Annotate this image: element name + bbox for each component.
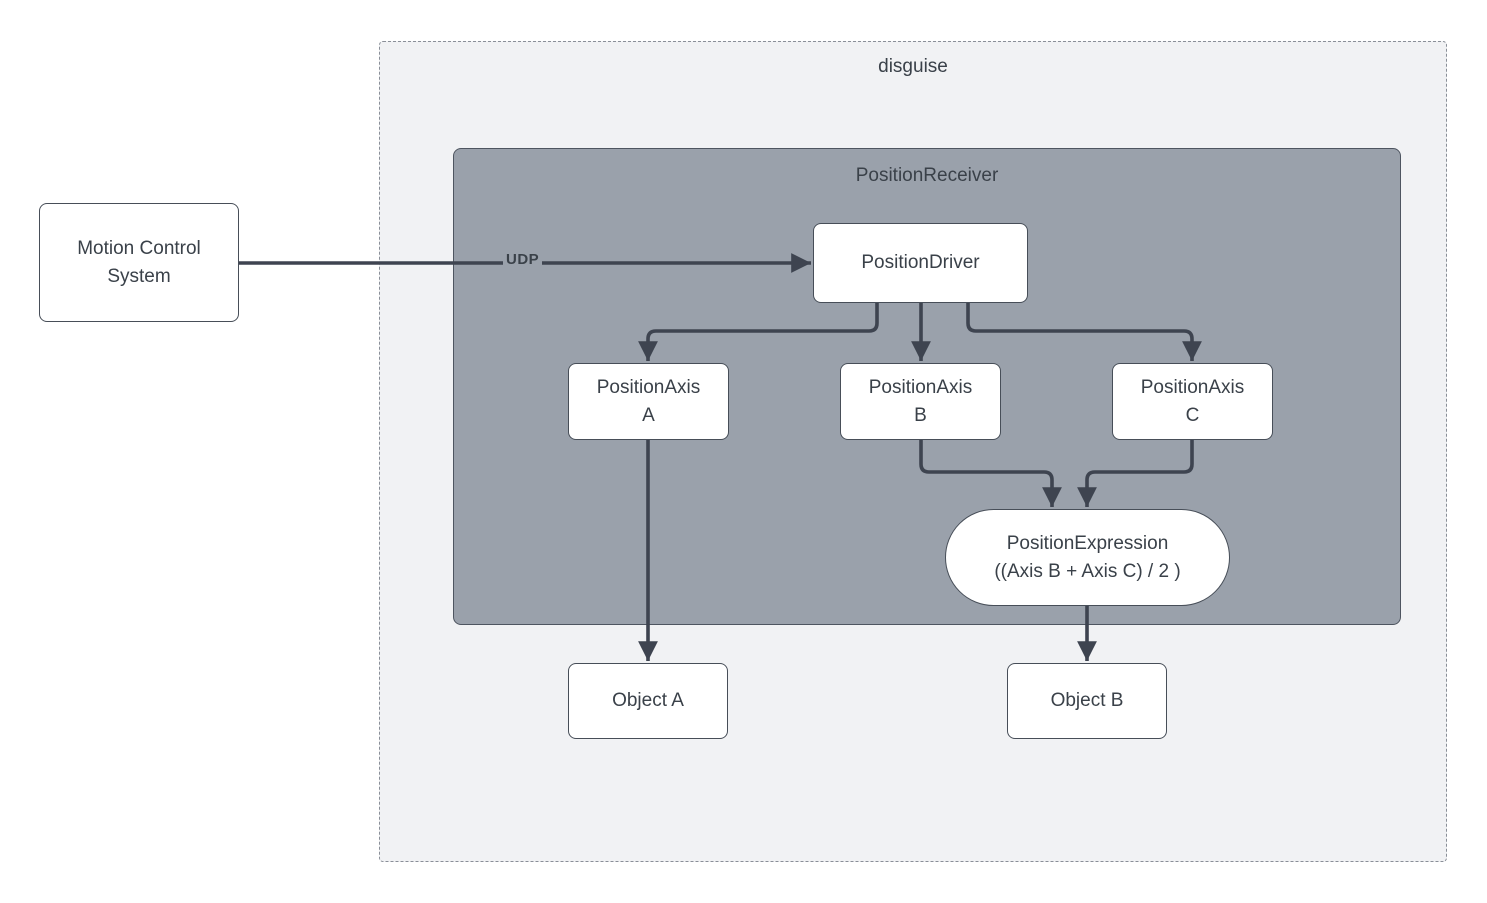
- node-position-axis-c-label: PositionAxis C: [1140, 376, 1245, 426]
- node-position-axis-b: PositionAxis B: [840, 363, 1001, 440]
- node-motion-control-system-label: Motion Control System: [77, 237, 201, 287]
- node-position-axis-a: PositionAxis A: [568, 363, 729, 440]
- disguise-container-label: disguise: [878, 56, 948, 77]
- node-position-axis-b-label: PositionAxis B: [868, 376, 973, 426]
- udp-edge-label: UDP: [503, 250, 543, 269]
- node-position-axis-c: PositionAxis C: [1112, 363, 1273, 440]
- node-position-driver: PositionDriver: [813, 223, 1028, 303]
- node-object-b: Object B: [1007, 663, 1167, 739]
- node-object-a: Object A: [568, 663, 728, 739]
- node-position-expression-label: PositionExpression ((Axis B + Axis C) / …: [994, 532, 1181, 582]
- node-position-expression: PositionExpression ((Axis B + Axis C) / …: [945, 509, 1230, 606]
- node-position-driver-label: PositionDriver: [861, 252, 980, 274]
- position-receiver-container-label: PositionReceiver: [855, 165, 999, 186]
- node-motion-control-system: Motion Control System: [39, 203, 239, 322]
- node-object-b-label: Object B: [1050, 690, 1124, 712]
- node-position-axis-a-label: PositionAxis A: [596, 376, 701, 426]
- node-object-a-label: Object A: [612, 690, 684, 712]
